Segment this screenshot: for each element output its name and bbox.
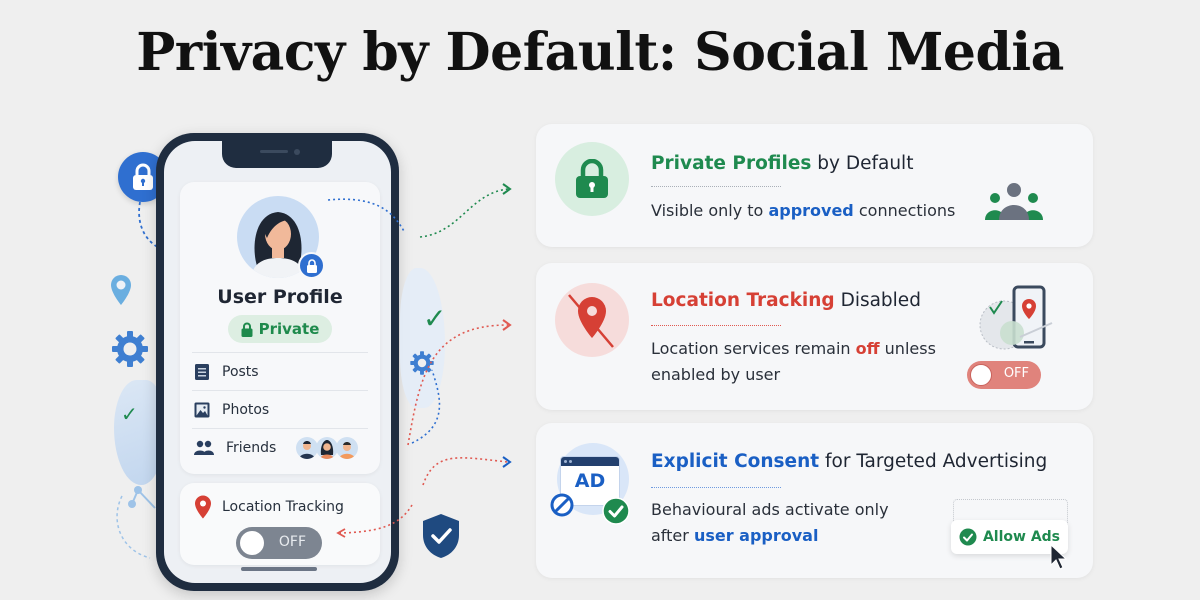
toggle-state-label: OFF xyxy=(1003,366,1029,381)
block-icon xyxy=(550,493,574,521)
gear-icon xyxy=(409,350,435,380)
title-rest: for Targeted Advertising xyxy=(819,451,1048,472)
title-highlight: Location Tracking xyxy=(651,290,835,311)
location-disabled-icon xyxy=(568,294,614,348)
friend-avatar xyxy=(316,436,339,459)
desc-line: enabled by user xyxy=(651,365,781,384)
desc-highlight: user approval xyxy=(693,526,819,545)
menu-item-photos[interactable]: Photos xyxy=(192,390,368,428)
phone-notch xyxy=(222,141,332,168)
location-toggle[interactable]: OFF xyxy=(967,361,1041,389)
profile-card: User Profile Private Posts Photos Friend… xyxy=(180,182,380,474)
location-pin-icon xyxy=(195,495,211,519)
friend-avatars xyxy=(296,436,359,459)
card-icon-bg xyxy=(555,142,629,216)
desc-highlight: approved xyxy=(768,201,854,220)
image-icon xyxy=(194,402,210,417)
friend-avatar xyxy=(296,436,319,459)
card-divider xyxy=(651,325,781,326)
menu-label: Posts xyxy=(222,363,259,380)
gear-icon xyxy=(110,329,150,373)
network-node-icon xyxy=(116,486,156,559)
profile-menu: Posts Photos Friends xyxy=(192,352,368,466)
feature-card-explicit-consent: AD Explicit Consent for Targeted Adverti… xyxy=(536,423,1093,578)
phone-mockup: User Profile Private Posts Photos Friend… xyxy=(156,133,399,591)
card-description: Visible only to approved connections xyxy=(651,198,955,224)
check-icon: ✓ xyxy=(423,302,447,335)
desc-text: after xyxy=(651,526,694,545)
private-badge-label: Private xyxy=(258,320,320,338)
home-indicator xyxy=(241,567,317,571)
feature-card-private-profiles: Private Profiles by Default Visible only… xyxy=(536,124,1093,247)
location-tracking-label: Location Tracking xyxy=(222,499,344,515)
card-divider xyxy=(651,487,781,488)
title-highlight: Private Profiles xyxy=(651,153,812,174)
card-icon-bg xyxy=(555,283,629,357)
document-icon xyxy=(195,363,209,380)
desc-highlight: off xyxy=(855,339,880,358)
lock-icon xyxy=(576,159,608,198)
allow-ads-button[interactable]: Allow Ads xyxy=(951,520,1068,554)
card-divider xyxy=(651,186,781,187)
title-rest: Disabled xyxy=(834,290,921,311)
phone-map-illustration-icon xyxy=(976,285,1056,361)
desc-text: Visible only to xyxy=(651,201,769,220)
menu-item-friends[interactable]: Friends xyxy=(192,428,368,466)
shield-check-icon xyxy=(421,513,461,563)
check-circle-icon xyxy=(602,497,630,529)
allow-ads-dotted-outline xyxy=(953,499,1068,529)
desc-text: connections xyxy=(853,201,956,220)
check-icon: ✓ xyxy=(121,402,138,426)
private-status-badge: Private xyxy=(228,315,332,343)
toggle-knob xyxy=(970,364,992,386)
feature-card-location-tracking: Location Tracking Disabled Location serv… xyxy=(536,263,1093,410)
people-icon xyxy=(194,440,214,455)
avatar-lock-icon xyxy=(298,252,325,279)
group-people-icon xyxy=(985,182,1043,226)
menu-label: Friends xyxy=(226,439,277,456)
location-tracking-toggle[interactable]: OFF xyxy=(236,527,322,559)
profile-title: User Profile xyxy=(217,286,343,308)
allow-ads-label: Allow Ads xyxy=(982,529,1061,545)
menu-label: Photos xyxy=(222,401,270,418)
card-title: Location Tracking Disabled xyxy=(651,290,921,311)
desc-line: Behavioural ads activate only xyxy=(651,500,889,519)
connector-arrows xyxy=(327,183,512,538)
phone-screen: User Profile Private Posts Photos Friend… xyxy=(164,141,391,583)
ad-label: AD xyxy=(574,470,606,492)
card-description: Behavioural ads activate only after user… xyxy=(651,497,889,549)
card-description: Location services remain off unless enab… xyxy=(651,336,936,388)
location-tracking-card: Location Tracking OFF xyxy=(180,483,380,565)
title-rest: by Default xyxy=(811,153,914,174)
menu-item-posts[interactable]: Posts xyxy=(192,352,368,390)
mouse-cursor-icon xyxy=(1049,543,1069,575)
page-title: Privacy by Default: Social Media xyxy=(136,22,1064,83)
card-title: Explicit Consent for Targeted Advertisin… xyxy=(651,451,1047,472)
desc-text: unless xyxy=(879,339,936,358)
location-pin-icon xyxy=(109,274,133,310)
desc-text: Location services remain xyxy=(651,339,856,358)
toggle-state-label: OFF xyxy=(278,534,306,550)
lock-icon xyxy=(241,322,253,337)
title-highlight: Explicit Consent xyxy=(651,451,820,472)
friend-avatar xyxy=(336,436,359,459)
toggle-knob xyxy=(240,531,264,555)
decorative-leaf-shape xyxy=(114,380,164,485)
check-circle-icon xyxy=(959,528,977,546)
card-title: Private Profiles by Default xyxy=(651,153,913,174)
decorative-blob-shape xyxy=(400,268,445,408)
